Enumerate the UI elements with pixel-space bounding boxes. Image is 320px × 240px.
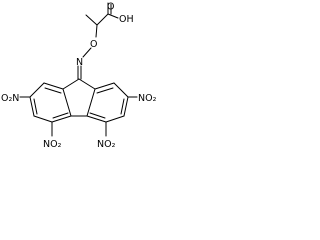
ether-oxygen-label: O: [90, 39, 97, 50]
ring-left-3: [29, 96, 35, 117]
ring-left-5-inner: [52, 112, 69, 119]
ring-right-5: [86, 115, 107, 123]
nitro-left-label: O₂N: [1, 93, 19, 104]
ring-left-3-inner: [33, 98, 38, 115]
ring-right-1-inner: [96, 87, 114, 94]
ring-right-3-inner: [120, 98, 125, 115]
atom-labels: OH O O N O₂N NO₂ NO₂ NO₂: [1, 1, 157, 150]
nitro-bottom-right-label: NO₂: [97, 139, 116, 150]
ring-right-6: [86, 88, 96, 117]
carbonyl-oxygen-label: O: [107, 1, 114, 12]
ring-left-5: [51, 115, 72, 123]
bond-alpha-methyl: [85, 14, 98, 26]
bond-o-n: [82, 47, 92, 58]
ring-left-2: [29, 82, 45, 98]
ring-right-4: [105, 115, 125, 123]
bond-alpha-carboxyl: [96, 13, 109, 26]
chemical-structure: OH O O N O₂N NO₂ NO₂ NO₂: [1, 1, 157, 150]
ring-right-2: [113, 82, 129, 98]
bond-c9-c8a: [62, 78, 80, 90]
ring-left-1-inner: [44, 87, 62, 94]
ring-right-5-inner: [89, 112, 106, 119]
hydroxyl-label: OH: [119, 14, 134, 25]
bond-c9-c9a: [78, 78, 96, 90]
oxime-nitrogen-label: N: [76, 57, 83, 68]
nitro-bottom-left-label: NO₂: [43, 139, 62, 150]
nitro-right-label: NO₂: [138, 93, 157, 104]
bond-lines: [19, 2, 138, 137]
ring-left-1: [43, 82, 64, 90]
ring-right-1: [94, 82, 115, 90]
ring-left-6: [62, 88, 72, 117]
bond-alpha-ether-o: [95, 24, 98, 38]
ring-right-3: [123, 96, 129, 117]
bond-c-oh: [107, 13, 119, 19]
ring-left-4: [33, 115, 53, 123]
